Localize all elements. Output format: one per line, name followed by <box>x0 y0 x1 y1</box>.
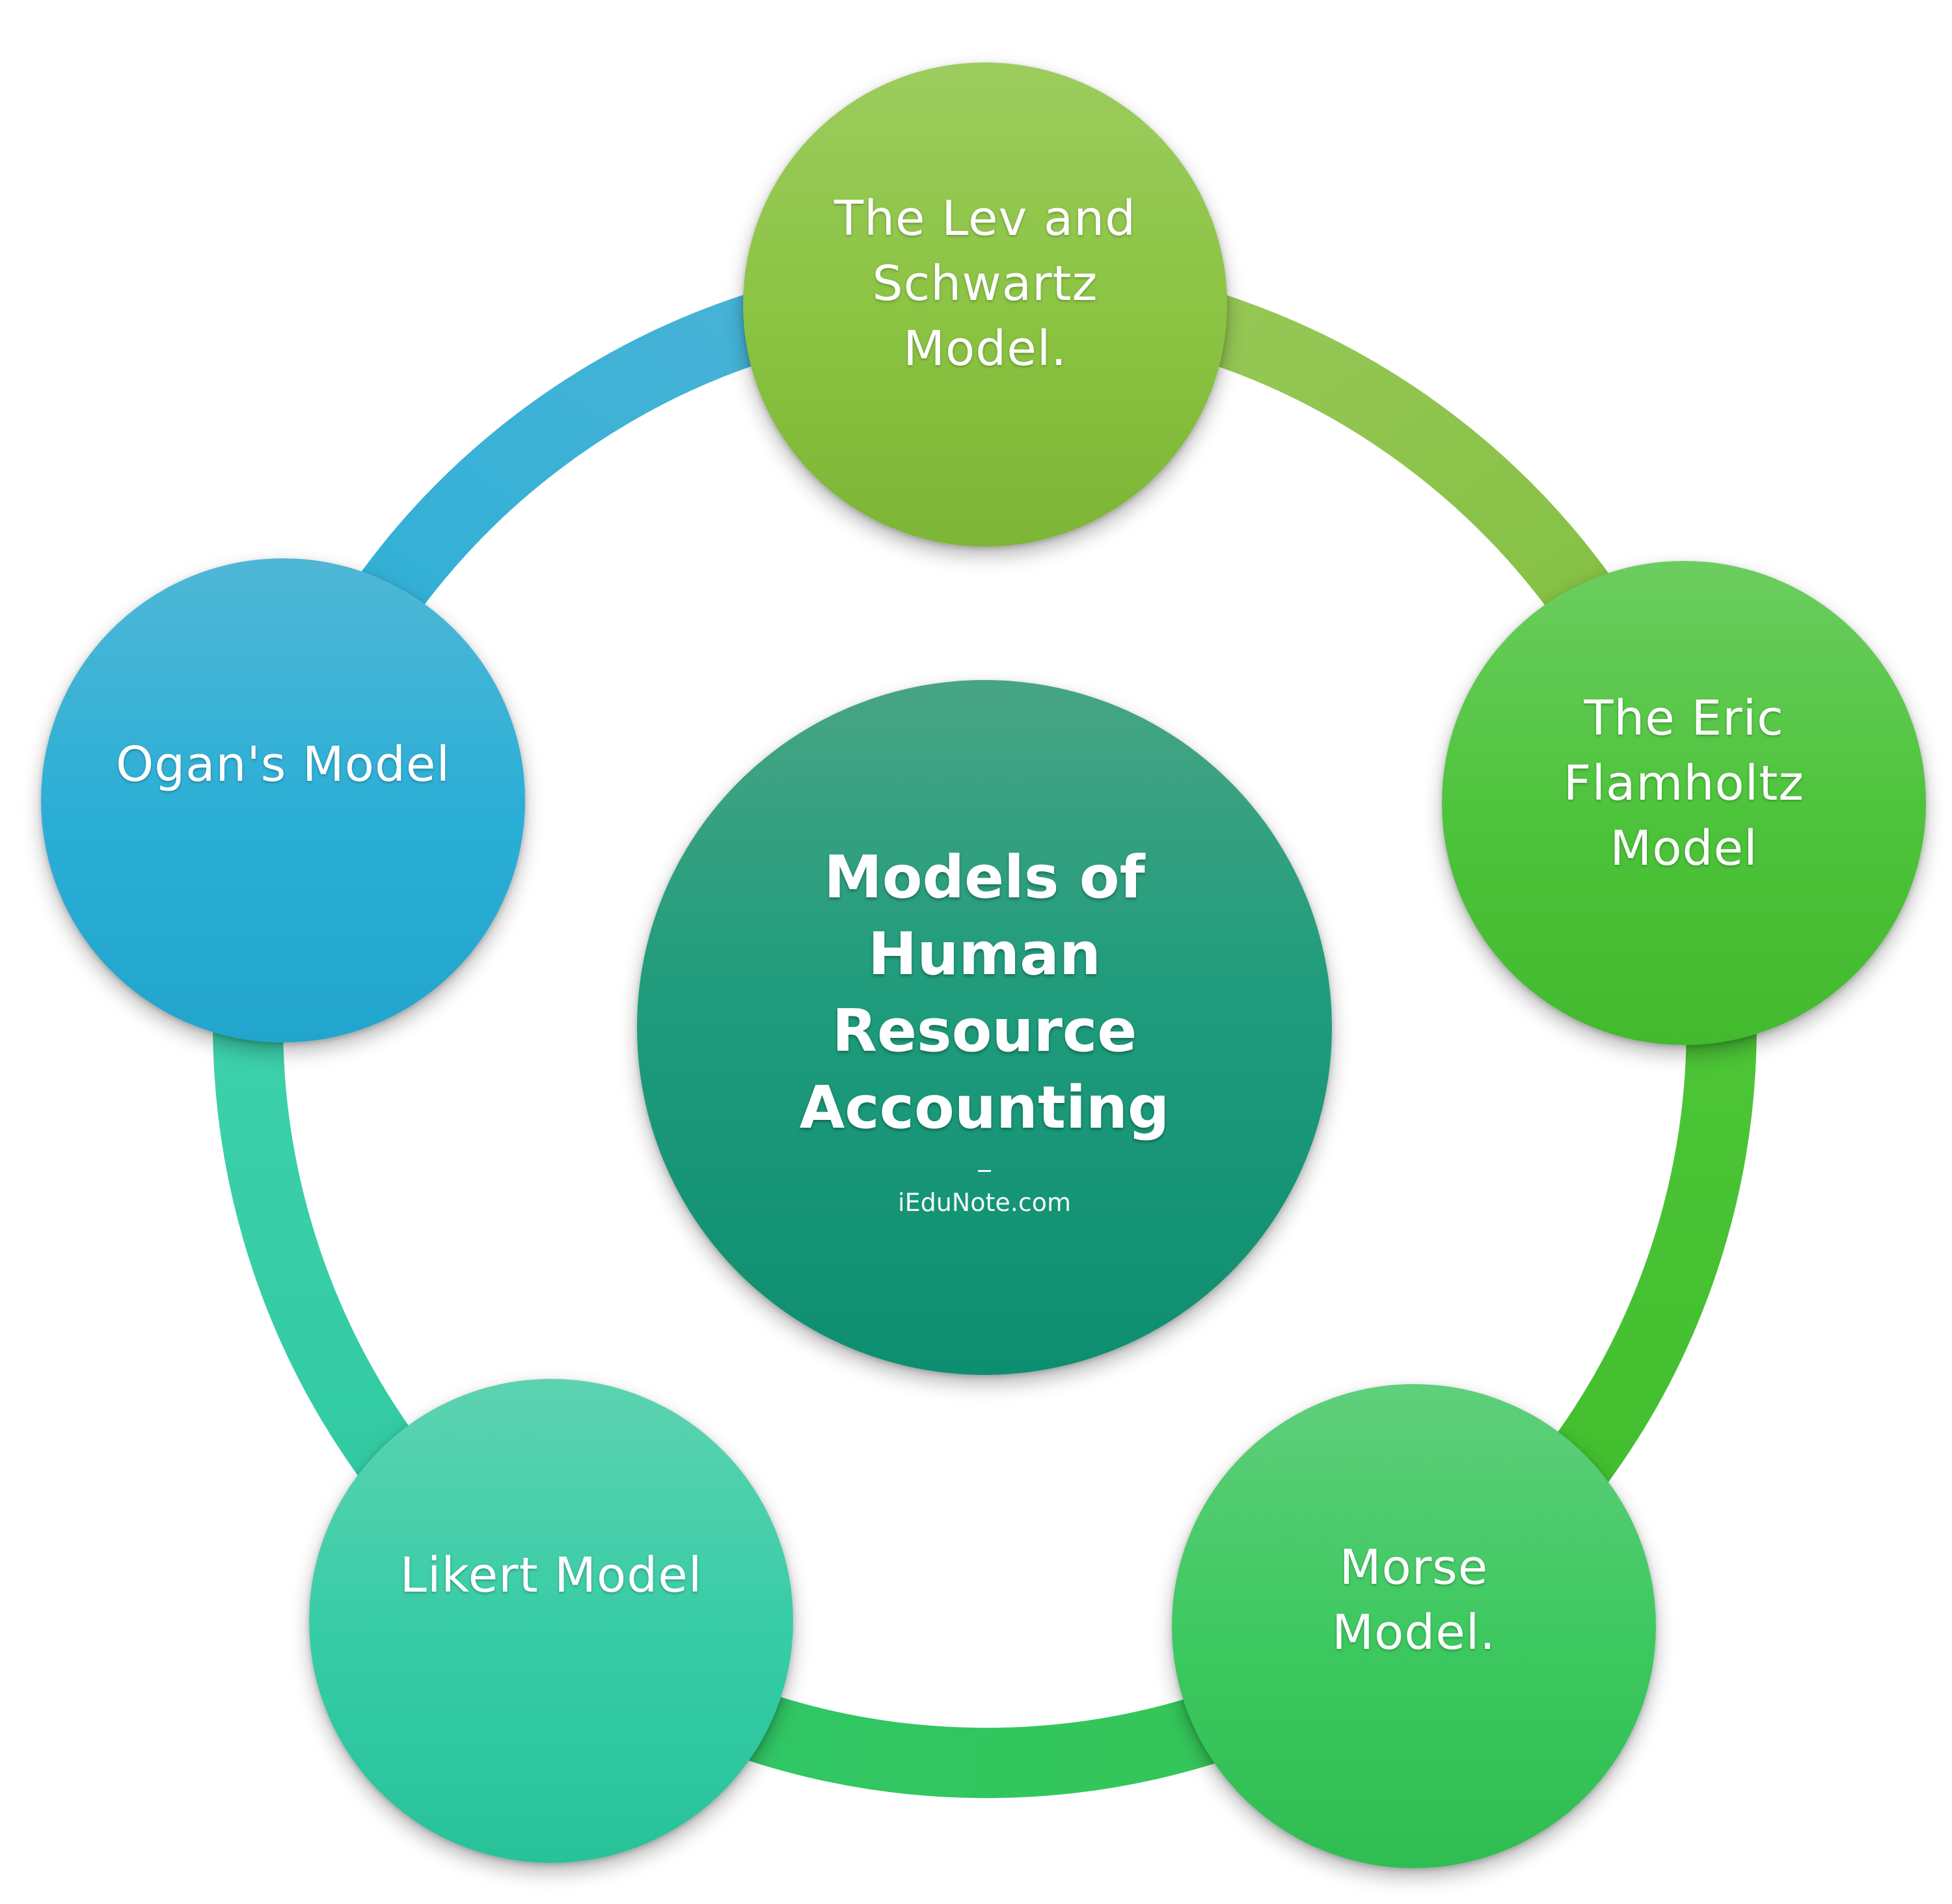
node-morse-model: Morse Model. <box>1172 1384 1656 1868</box>
node-label: Morse Model. <box>1332 1540 1496 1661</box>
node-label: Likert Model <box>400 1547 703 1603</box>
node-label: Ogan's Model <box>115 737 451 793</box>
center-title: Models of Human Resource Accounting <box>799 843 1170 1142</box>
center-topic-circle: Models of Human Resource Accounting iEdu… <box>637 680 1332 1375</box>
node-label: The Lev and Schwartz Model. <box>834 190 1137 377</box>
source-text: iEduNote.com <box>898 1188 1071 1217</box>
node-ogans-model: Ogan's Model <box>41 558 525 1042</box>
node-lev-schwartz-model: The Lev and Schwartz Model. <box>743 62 1227 547</box>
node-likert-model: Likert Model <box>309 1379 793 1863</box>
node-eric-flamholtz-model: The Eric Flamholtz Model <box>1442 561 1926 1045</box>
source-watermark: iEduNote.com <box>898 1170 1071 1216</box>
node-label: The Eric Flamholtz Model <box>1563 690 1805 877</box>
source-dash-mark <box>978 1170 991 1172</box>
